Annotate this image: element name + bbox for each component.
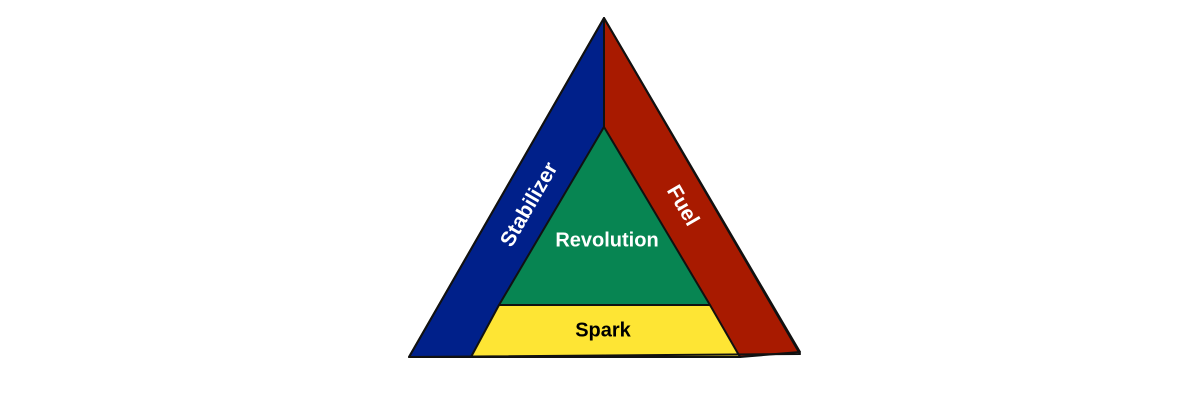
triangle-outline (408, 17, 801, 358)
spark-segment (470, 304, 741, 358)
revolution-label: Revolution (555, 229, 658, 251)
spark-label: Spark (575, 319, 631, 341)
